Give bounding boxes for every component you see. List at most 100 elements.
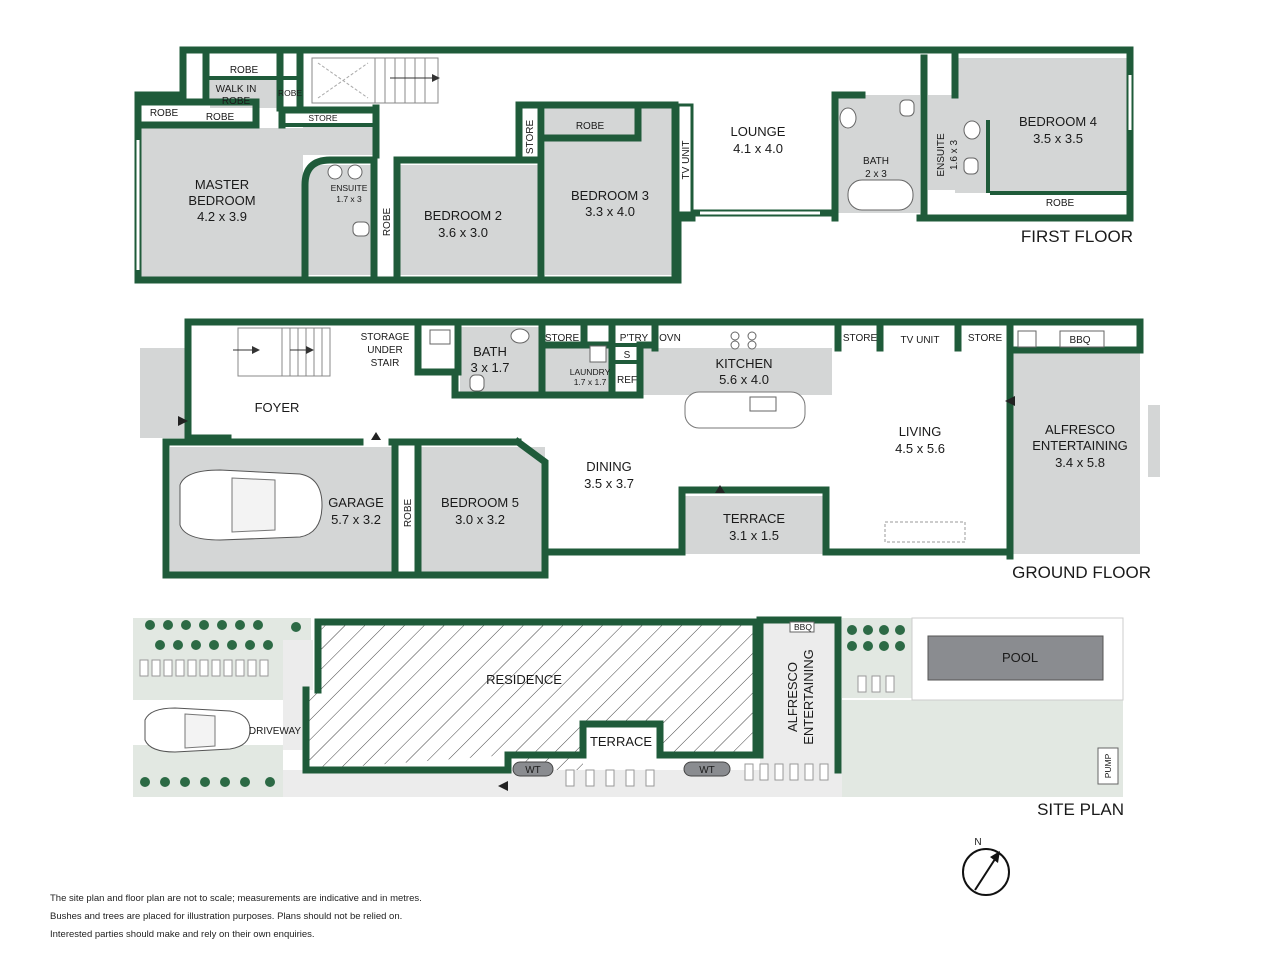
first-floor-title: FIRST FLOOR	[1021, 227, 1133, 246]
alfresco-side	[1148, 405, 1160, 477]
disclaimer: The site plan and floor plan are not to …	[50, 890, 422, 944]
water-tank	[683, 761, 731, 777]
pantry-label: P'TRY	[620, 333, 649, 344]
ff-stairs	[311, 57, 440, 104]
disclaimer-line: Interested parties should make and rely …	[50, 929, 315, 940]
laundry-size: 1.7 x 1.7	[574, 377, 607, 387]
ensuite-size: 1.6 x 3	[949, 140, 960, 170]
bath-size: 3 x 1.7	[470, 360, 509, 375]
pump-label: PUMP	[1103, 753, 1113, 778]
garage-size: 5.7 x 3.2	[331, 512, 381, 527]
compass-label: N	[974, 837, 981, 848]
front-garden	[133, 618, 311, 700]
sink-icon	[1017, 330, 1037, 348]
toilet-icon	[469, 374, 485, 392]
bedroom4-size: 3.5 x 3.5	[1033, 131, 1083, 146]
bedroom5-label: BEDROOM 5	[441, 495, 519, 510]
bbq-box	[1059, 330, 1105, 348]
robe-label: ROBE	[382, 208, 393, 237]
disclaimer-line: Bushes and trees are placed for illustra…	[50, 911, 403, 922]
robe-label: ROBE	[206, 112, 235, 123]
kitchen-label: KITCHEN	[715, 356, 772, 371]
disclaimer-line: The site plan and floor plan are not to …	[50, 893, 422, 904]
storage-label: STAIR	[371, 358, 400, 369]
walk-in-robe-label: ROBE	[222, 96, 251, 107]
store-label: STORE	[843, 333, 878, 344]
terrace-label: TERRACE	[723, 511, 785, 526]
alfresco-site	[760, 620, 842, 770]
bath-size: 2 x 3	[865, 169, 887, 180]
ensuite-size: 1.7 x 3	[336, 194, 362, 204]
living-size: 4.5 x 5.6	[895, 441, 945, 456]
pantry-walls	[611, 341, 659, 399]
entry-arrow-icon	[178, 416, 188, 426]
gf-outer-wall-top	[184, 318, 1144, 354]
kitchen-size: 5.6 x 4.0	[719, 372, 769, 387]
s-label: S	[624, 350, 631, 361]
foyer-wall	[184, 396, 232, 442]
skylight	[884, 521, 966, 543]
bedroom2-floor	[400, 165, 540, 275]
ff-outer-wall	[179, 46, 1134, 222]
residence-wall-2	[302, 686, 760, 774]
ensuite-label: ENSUITE	[331, 183, 368, 193]
tv-unit-ff	[676, 103, 694, 215]
robe-label: ROBE	[278, 88, 302, 98]
alfresco-label: ALFRESCO	[1045, 422, 1115, 437]
arrow-icon	[715, 485, 725, 493]
storage-label: UNDER	[367, 345, 403, 356]
toilet-icon	[429, 329, 451, 345]
terrace-size: 3.1 x 1.5	[729, 528, 779, 543]
gf-stairs	[233, 327, 331, 377]
bathtub-icon	[847, 179, 914, 211]
robe-label: ROBE	[1046, 198, 1075, 209]
wt-label: WT	[525, 765, 541, 776]
bedroom2-size: 3.6 x 3.0	[438, 225, 488, 240]
bbq-label: BBQ	[794, 622, 812, 632]
tv-unit-label: TV UNIT	[681, 141, 692, 180]
bath-label: BATH	[863, 156, 889, 167]
cooktop-icon	[747, 331, 757, 341]
garage-outer	[162, 438, 549, 579]
store-label: STORE	[308, 113, 337, 123]
walk-in-robe-label: WALK IN	[216, 84, 257, 95]
arrow-icon	[498, 781, 508, 791]
living-label: LIVING	[899, 424, 942, 439]
master-bedroom-label: BEDROOM	[188, 193, 255, 208]
side-path	[283, 770, 843, 797]
pump-box	[1097, 747, 1119, 785]
toilet-icon	[352, 221, 370, 237]
kitchen-island	[684, 391, 806, 429]
bbq-label: BBQ	[1069, 335, 1090, 346]
car-icon	[179, 469, 323, 541]
laundry-label: LAUNDRY	[570, 367, 611, 377]
oven-label: OVN	[659, 333, 681, 344]
bedroom5-size: 3.0 x 3.2	[455, 512, 505, 527]
water-tank	[512, 761, 554, 777]
storage-label: STORAGE	[361, 332, 410, 343]
alfresco-label: ENTERTAINING	[801, 649, 816, 745]
robe-b4	[990, 193, 1127, 213]
dining-size: 3.5 x 3.7	[584, 476, 634, 491]
master-floor-ext	[303, 125, 373, 155]
tree-icon	[140, 620, 905, 787]
store-label: STORE	[545, 333, 580, 344]
robe-label: ROBE	[150, 108, 179, 119]
master-bedroom-size: 4.2 x 3.9	[197, 209, 247, 224]
bedroom4-label: BEDROOM 4	[1019, 114, 1097, 129]
alfresco-floor	[1013, 350, 1140, 554]
wt-label: WT	[699, 765, 715, 776]
site-plan-title: SITE PLAN	[1037, 800, 1124, 819]
cooktop-icon	[747, 340, 757, 350]
alfresco-label: ALFRESCO	[785, 662, 800, 732]
alfresco-label: ENTERTAINING	[1032, 438, 1128, 453]
compass-icon: N	[962, 837, 1010, 896]
front-garden-2	[133, 745, 283, 797]
bedroom3-label: BEDROOM 3	[571, 188, 649, 203]
basin-icon	[347, 164, 363, 180]
lounge-label: LOUNGE	[731, 124, 786, 139]
robe-label: ROBE	[230, 65, 259, 76]
alfresco-size: 3.4 x 5.8	[1055, 455, 1105, 470]
bedroom3-size: 3.3 x 4.0	[585, 204, 635, 219]
bbq-box	[789, 621, 815, 633]
